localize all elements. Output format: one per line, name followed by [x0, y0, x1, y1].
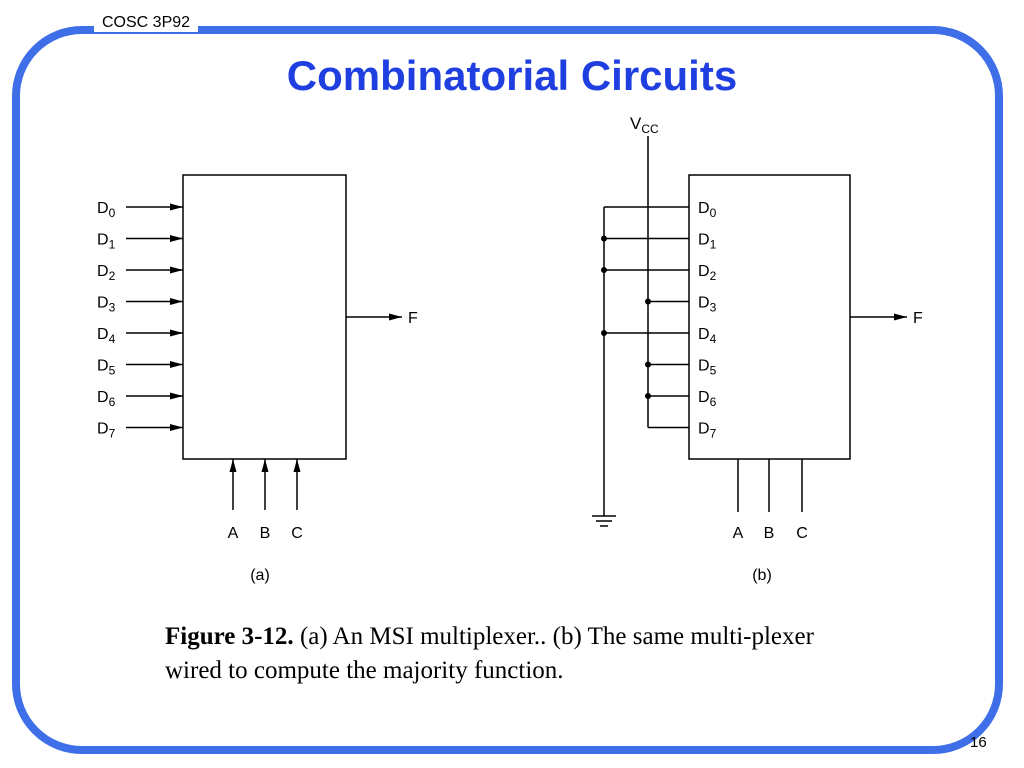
mux-a-select-label-c: C	[291, 525, 303, 542]
mux-a-input-label-d6: D6	[97, 389, 116, 409]
slide-frame	[12, 26, 1003, 754]
mux-a-select-label-a: A	[228, 525, 239, 542]
mux-a-input-label-d1: D1	[97, 232, 116, 252]
mux-a-select-arrow-a	[229, 459, 237, 472]
mux-b-input-label-d1: D1	[698, 232, 717, 252]
slide-title: Combinatorial Circuits	[286, 52, 738, 99]
mux-b-input-label-d7: D7	[698, 421, 717, 441]
mux-b-input-label-d5: D5	[698, 358, 717, 378]
mux-a-input-label-d5: D5	[97, 358, 116, 378]
mux-a-input-label-d4: D4	[97, 326, 116, 346]
mux-b-junction-dot-d6	[645, 393, 651, 399]
course-tag: COSC 3P92	[94, 14, 199, 32]
mux-a-input-arrow-d3	[170, 298, 183, 305]
mux-a-input-label-d0: D0	[97, 200, 116, 220]
mux-a-input-arrow-d2	[170, 266, 183, 274]
mux-b-caption-label: (b)	[752, 567, 772, 584]
mux-a-select-arrow-c	[293, 459, 301, 472]
mux-a-select-label-b: B	[260, 525, 271, 542]
mux-a-input-arrow-d0	[170, 203, 183, 211]
mux-a-input-arrow-d1	[170, 235, 183, 242]
mux-a-output-arrow	[389, 313, 402, 321]
mux-b-output-arrow	[894, 313, 907, 321]
mux-a-output-label: F	[408, 310, 418, 327]
mux-a-input-arrow-d7	[170, 424, 183, 431]
mux-b-junction-dot-d2	[601, 267, 607, 273]
figure-caption: Figure 3-12. (a) An MSI multiplexer.. (b…	[165, 620, 865, 688]
mux-a-caption-label: (a)	[250, 567, 270, 584]
course-code: COSC 3P92	[102, 14, 191, 31]
mux-a-input-label-d3: D3	[97, 295, 116, 315]
mux-b-input-label-d6: D6	[698, 389, 717, 409]
mux-b-junction-dot-d3	[645, 298, 651, 305]
mux-b-input-label-d2: D2	[698, 263, 717, 283]
mux-b-output-label: F	[913, 310, 923, 327]
mux-b-select-label-b: B	[764, 525, 775, 542]
page-number: 16	[970, 734, 987, 751]
mux-a-input-label-d2: D2	[97, 263, 116, 283]
mux-b-vcc-label: VCC	[630, 114, 659, 136]
mux-b-input-label-d4: D4	[698, 326, 717, 346]
mux-b-select-label-c: C	[796, 525, 808, 542]
figure-text: (a) An MSI multiplexer.. (b) The same mu…	[165, 623, 814, 684]
mux-a-input-arrow-d6	[170, 392, 183, 400]
mux-b-input-label-d0: D0	[698, 200, 717, 220]
figure-number: Figure 3-12.	[165, 623, 294, 650]
mux-b-junction-dot-d5	[645, 361, 651, 368]
mux-b-input-label-d3: D3	[698, 295, 717, 315]
mux-a-input-arrow-d4	[170, 329, 183, 337]
mux-a-input-arrow-d5	[170, 361, 183, 368]
mux-b-select-label-a: A	[733, 525, 744, 542]
mux-a-input-label-d7: D7	[97, 421, 116, 441]
mux-b-junction-dot-d4	[601, 330, 607, 336]
mux-b-junction-dot-d1	[601, 235, 607, 242]
mux-a-select-arrow-b	[261, 459, 269, 472]
mux-a-box	[182, 174, 347, 460]
